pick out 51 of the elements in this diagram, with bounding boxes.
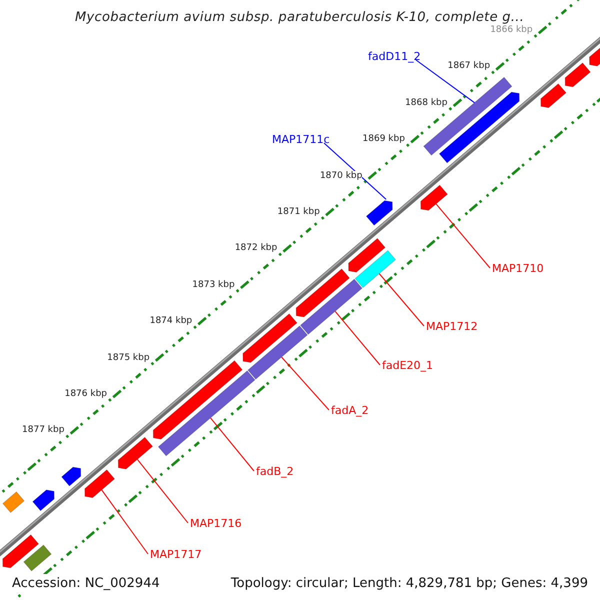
tick-label: 1868 kbp <box>405 98 448 109</box>
gene-feature <box>296 268 350 318</box>
leader-line <box>436 203 490 268</box>
tick-label: 1867 kbp <box>448 61 490 72</box>
tick-label: 1874 kbp <box>150 316 192 328</box>
gene-feature <box>118 436 154 470</box>
tick-label: 1873 kbp <box>192 280 235 291</box>
gene-feature <box>242 313 298 363</box>
tick-label: 1869 kbp <box>362 134 405 146</box>
gene-feature <box>366 200 393 226</box>
tick-label: 1877 kbp <box>22 425 64 436</box>
tick-label: 1876 kbp <box>64 388 107 400</box>
gene-feature <box>84 469 116 498</box>
leader-line <box>136 458 188 524</box>
tick-label: 1875 kbp <box>107 352 150 364</box>
gene-feature <box>152 360 243 440</box>
gene-feature <box>2 491 25 514</box>
leader-line <box>281 356 330 410</box>
gene-label: MAP1712 <box>426 320 478 333</box>
gene-feature <box>61 466 82 486</box>
title: Mycobacterium avium subsp. paratuberculosis K-10, complete g... <box>75 9 524 25</box>
gene-label: MAP1717 <box>150 548 202 561</box>
tick-label: 1871 kbp <box>277 206 320 218</box>
leader-line <box>210 417 254 472</box>
gene-label: fadD11_2 <box>368 50 421 63</box>
gene-feature <box>354 250 396 288</box>
leader-line <box>324 142 387 200</box>
gene-feature <box>348 238 386 273</box>
gene-label: fadA_2 <box>331 404 369 417</box>
tick-label: 1870 kbp <box>320 170 362 182</box>
info-text: Accession: NC_002944 <box>10 574 162 594</box>
gene-feature <box>247 325 308 380</box>
gene-label: fadB_2 <box>256 465 294 478</box>
leader-line <box>101 489 148 554</box>
gene-feature <box>32 490 54 512</box>
gene-feature <box>2 534 40 568</box>
gene-label: MAP1710 <box>492 262 544 275</box>
leader-line <box>416 60 475 104</box>
gene-feature <box>158 370 256 456</box>
leader-line <box>334 310 380 366</box>
gene-feature <box>564 62 591 88</box>
gene-feature <box>300 278 363 335</box>
tick-label: 1866 kbp <box>490 24 533 36</box>
gene-label: MAP1716 <box>190 517 242 530</box>
gene-label: MAP1711c <box>272 133 330 146</box>
gene-feature <box>540 83 567 108</box>
gene-feature <box>420 184 448 211</box>
tick-label: 1872 kbp <box>234 243 278 254</box>
gene-label: fadE20_1 <box>382 359 434 372</box>
leader-line <box>378 273 424 326</box>
gene-feature <box>23 544 52 572</box>
